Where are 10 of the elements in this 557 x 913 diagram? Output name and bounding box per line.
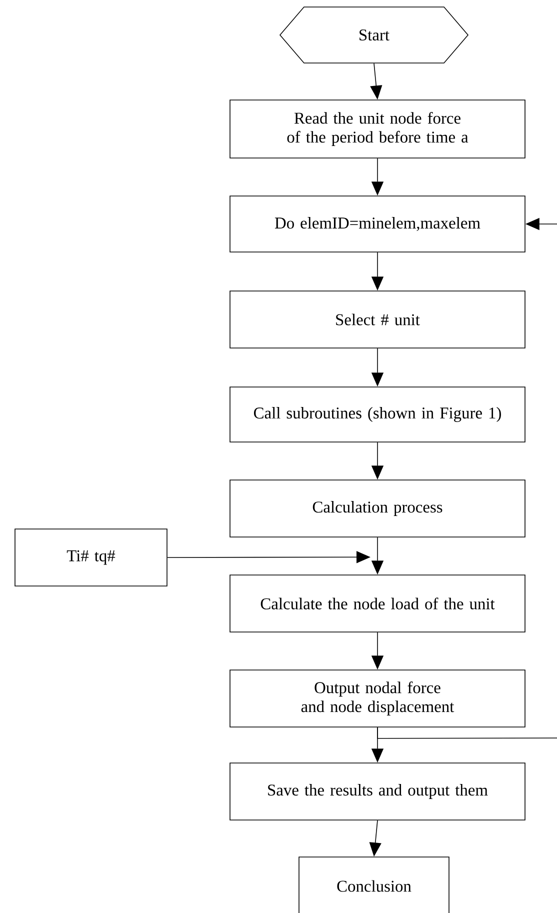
process-box: Call subroutines (shown in Figure 1)	[230, 386, 526, 442]
process-box: Do elemID=minelem,maxelem	[230, 196, 526, 252]
process-box: Calculate the node load of the unit	[230, 574, 526, 632]
process-box: Conclusion	[298, 856, 450, 913]
process-box: Select # unit	[230, 290, 526, 348]
process-box: Ti# tq#	[14, 528, 168, 586]
process-box: Read the unit node force of the period before time a	[230, 100, 526, 158]
process-box: Calculation process	[230, 480, 526, 538]
process-box: Save the results and output them	[230, 762, 526, 820]
process-box: Output nodal force and node displacement	[230, 670, 526, 728]
